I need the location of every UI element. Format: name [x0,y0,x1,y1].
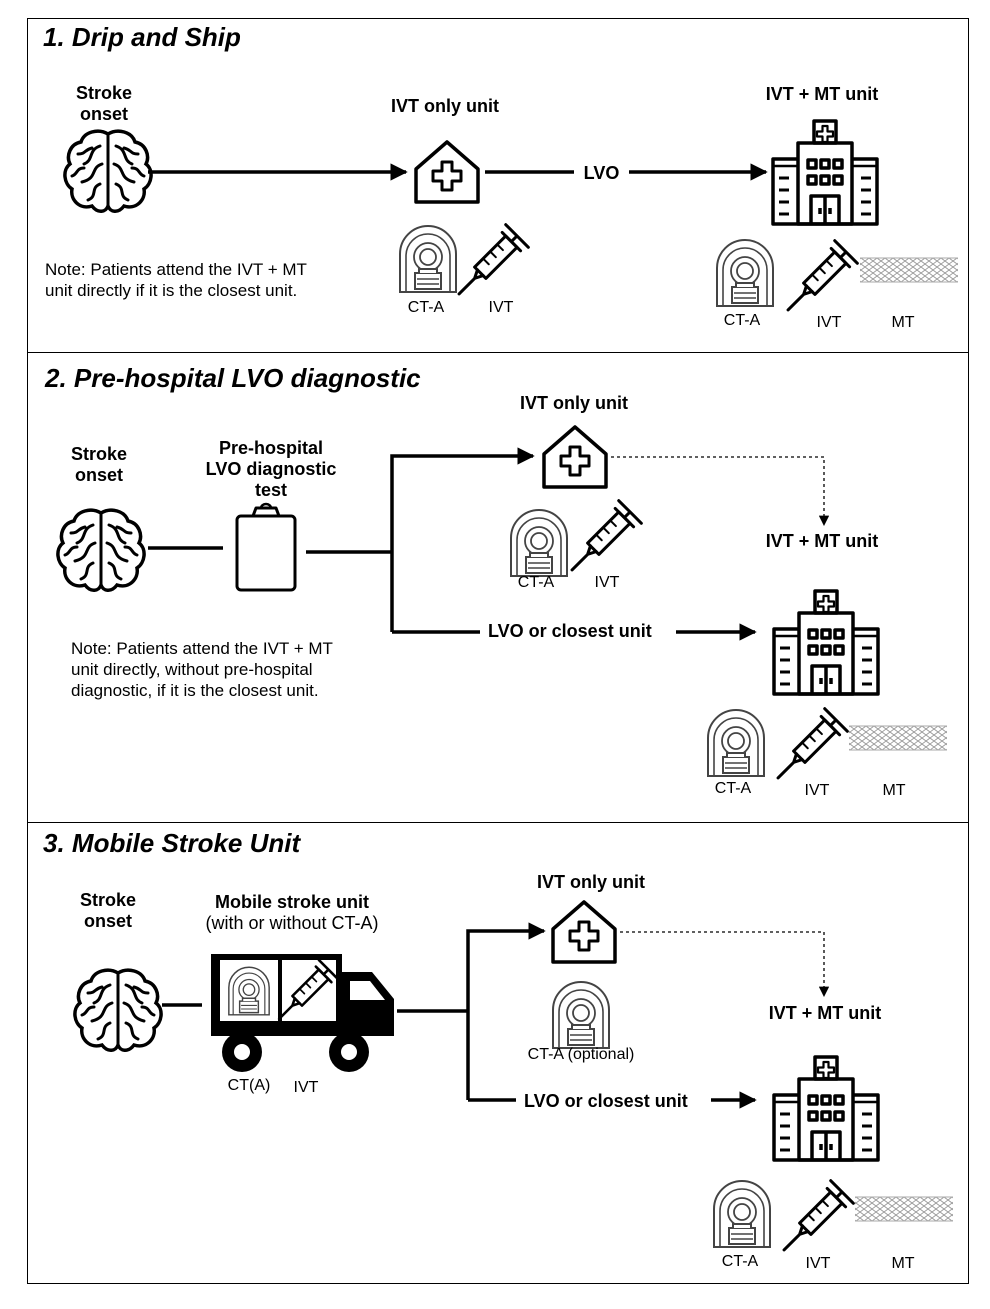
equipment-label-ivt: IVT [816,314,842,331]
msu-subtitle-label: (with or without CT-A) [205,913,379,933]
equipment-label-ivt: IVT [804,782,830,799]
hospital-icon [772,589,880,696]
stent-icon [859,257,959,283]
syringe-icon [775,239,859,323]
panel-2-prehospital-diagnostic [56,425,948,791]
brain-icon [56,508,146,593]
panel-divider [27,352,969,353]
branch-to-ivt-arrow [390,447,535,632]
syringe-icon [765,707,849,791]
panel-1-drip-and-ship [63,119,959,323]
mt-unit-label: IVT + MT unit [765,84,879,104]
panel-2-title: 2. Pre-hospital LVO diagnostic [45,363,421,393]
stroke-onset-label: Stroke onset [79,890,137,931]
ct-scanner-icon [713,1180,771,1248]
equipment-label-mt: MT [891,314,915,331]
msu-title-label: Mobile stroke unit [214,892,369,912]
ct-scanner-icon [552,981,610,1049]
figure-frame [27,18,969,1284]
clinic-icon [414,140,480,204]
equipment-label-ivt: IVT [293,1079,319,1096]
prehospital-test-label: Pre-hospital LVO diagnostic test [205,438,337,500]
stent-icon [848,725,948,751]
equipment-label-ct-a: CT(A) [227,1077,271,1094]
branch-to-ivt-arrow [466,922,546,1100]
stroke-onset-label: Stroke onset [70,444,128,485]
equipment-label-ct-a: CT-A [721,1253,759,1270]
panel-3-mobile-stroke-unit [73,900,954,1263]
equipment-label-ivt: IVT [488,299,514,316]
equipment-label-mt: MT [882,782,906,799]
dashed-transfer-arrow [620,931,830,998]
equipment-label-ct-a: CT-A [714,780,752,797]
equipment-label-ct-a: CT-A [723,312,761,329]
panel-3-title: 3. Mobile Stroke Unit [43,828,301,858]
brain-icon [73,968,163,1053]
stent-icon [854,1196,954,1222]
equipment-label-ct-a: CT-A [407,299,445,316]
brain-icon [63,129,153,214]
lvo-edge-label: LVO [583,163,620,183]
syringe-icon [559,499,643,583]
mt-unit-label: IVT + MT unit [768,1003,882,1023]
panel-2-note: Note: Patients attend the IVT + MT unit … [71,639,333,700]
ivt-unit-label: IVT only unit [520,393,628,413]
ct-scanner-icon [716,239,774,307]
equipment-label-ct-a: CT-A [517,574,555,591]
stroke-onset-label: Stroke onset [75,83,133,124]
ivt-unit-label: IVT only unit [537,872,645,892]
clinic-icon [551,900,617,964]
syringe-icon [771,1179,855,1263]
equipment-label-ct-a-optional: CT-A (optional) [527,1046,635,1063]
panel-1-note: Note: Patients attend the IVT + MT unit … [45,260,307,300]
equipment-label-ivt: IVT [805,1255,831,1272]
clinic-icon [542,425,608,489]
lvo-or-closest-label: LVO or closest unit [482,621,658,642]
equipment-label-mt: MT [891,1255,915,1272]
equipment-label-ivt: IVT [594,574,620,591]
mt-unit-label: IVT + MT unit [765,531,879,551]
hospital-icon [772,1055,880,1162]
panel-1-title: 1. Drip and Ship [43,22,241,52]
ivt-unit-label: IVT only unit [391,96,499,116]
ct-scanner-icon [399,225,457,293]
dashed-transfer-arrow [611,456,830,527]
clipboard-icon [235,502,297,592]
panel-divider [27,822,969,823]
ct-scanner-icon [707,709,765,777]
hospital-icon [771,119,879,226]
ct-scanner-icon [228,966,270,1016]
lvo-or-closest-label: LVO or closest unit [518,1091,694,1112]
ct-scanner-icon [510,509,568,577]
syringe-icon [446,223,530,307]
